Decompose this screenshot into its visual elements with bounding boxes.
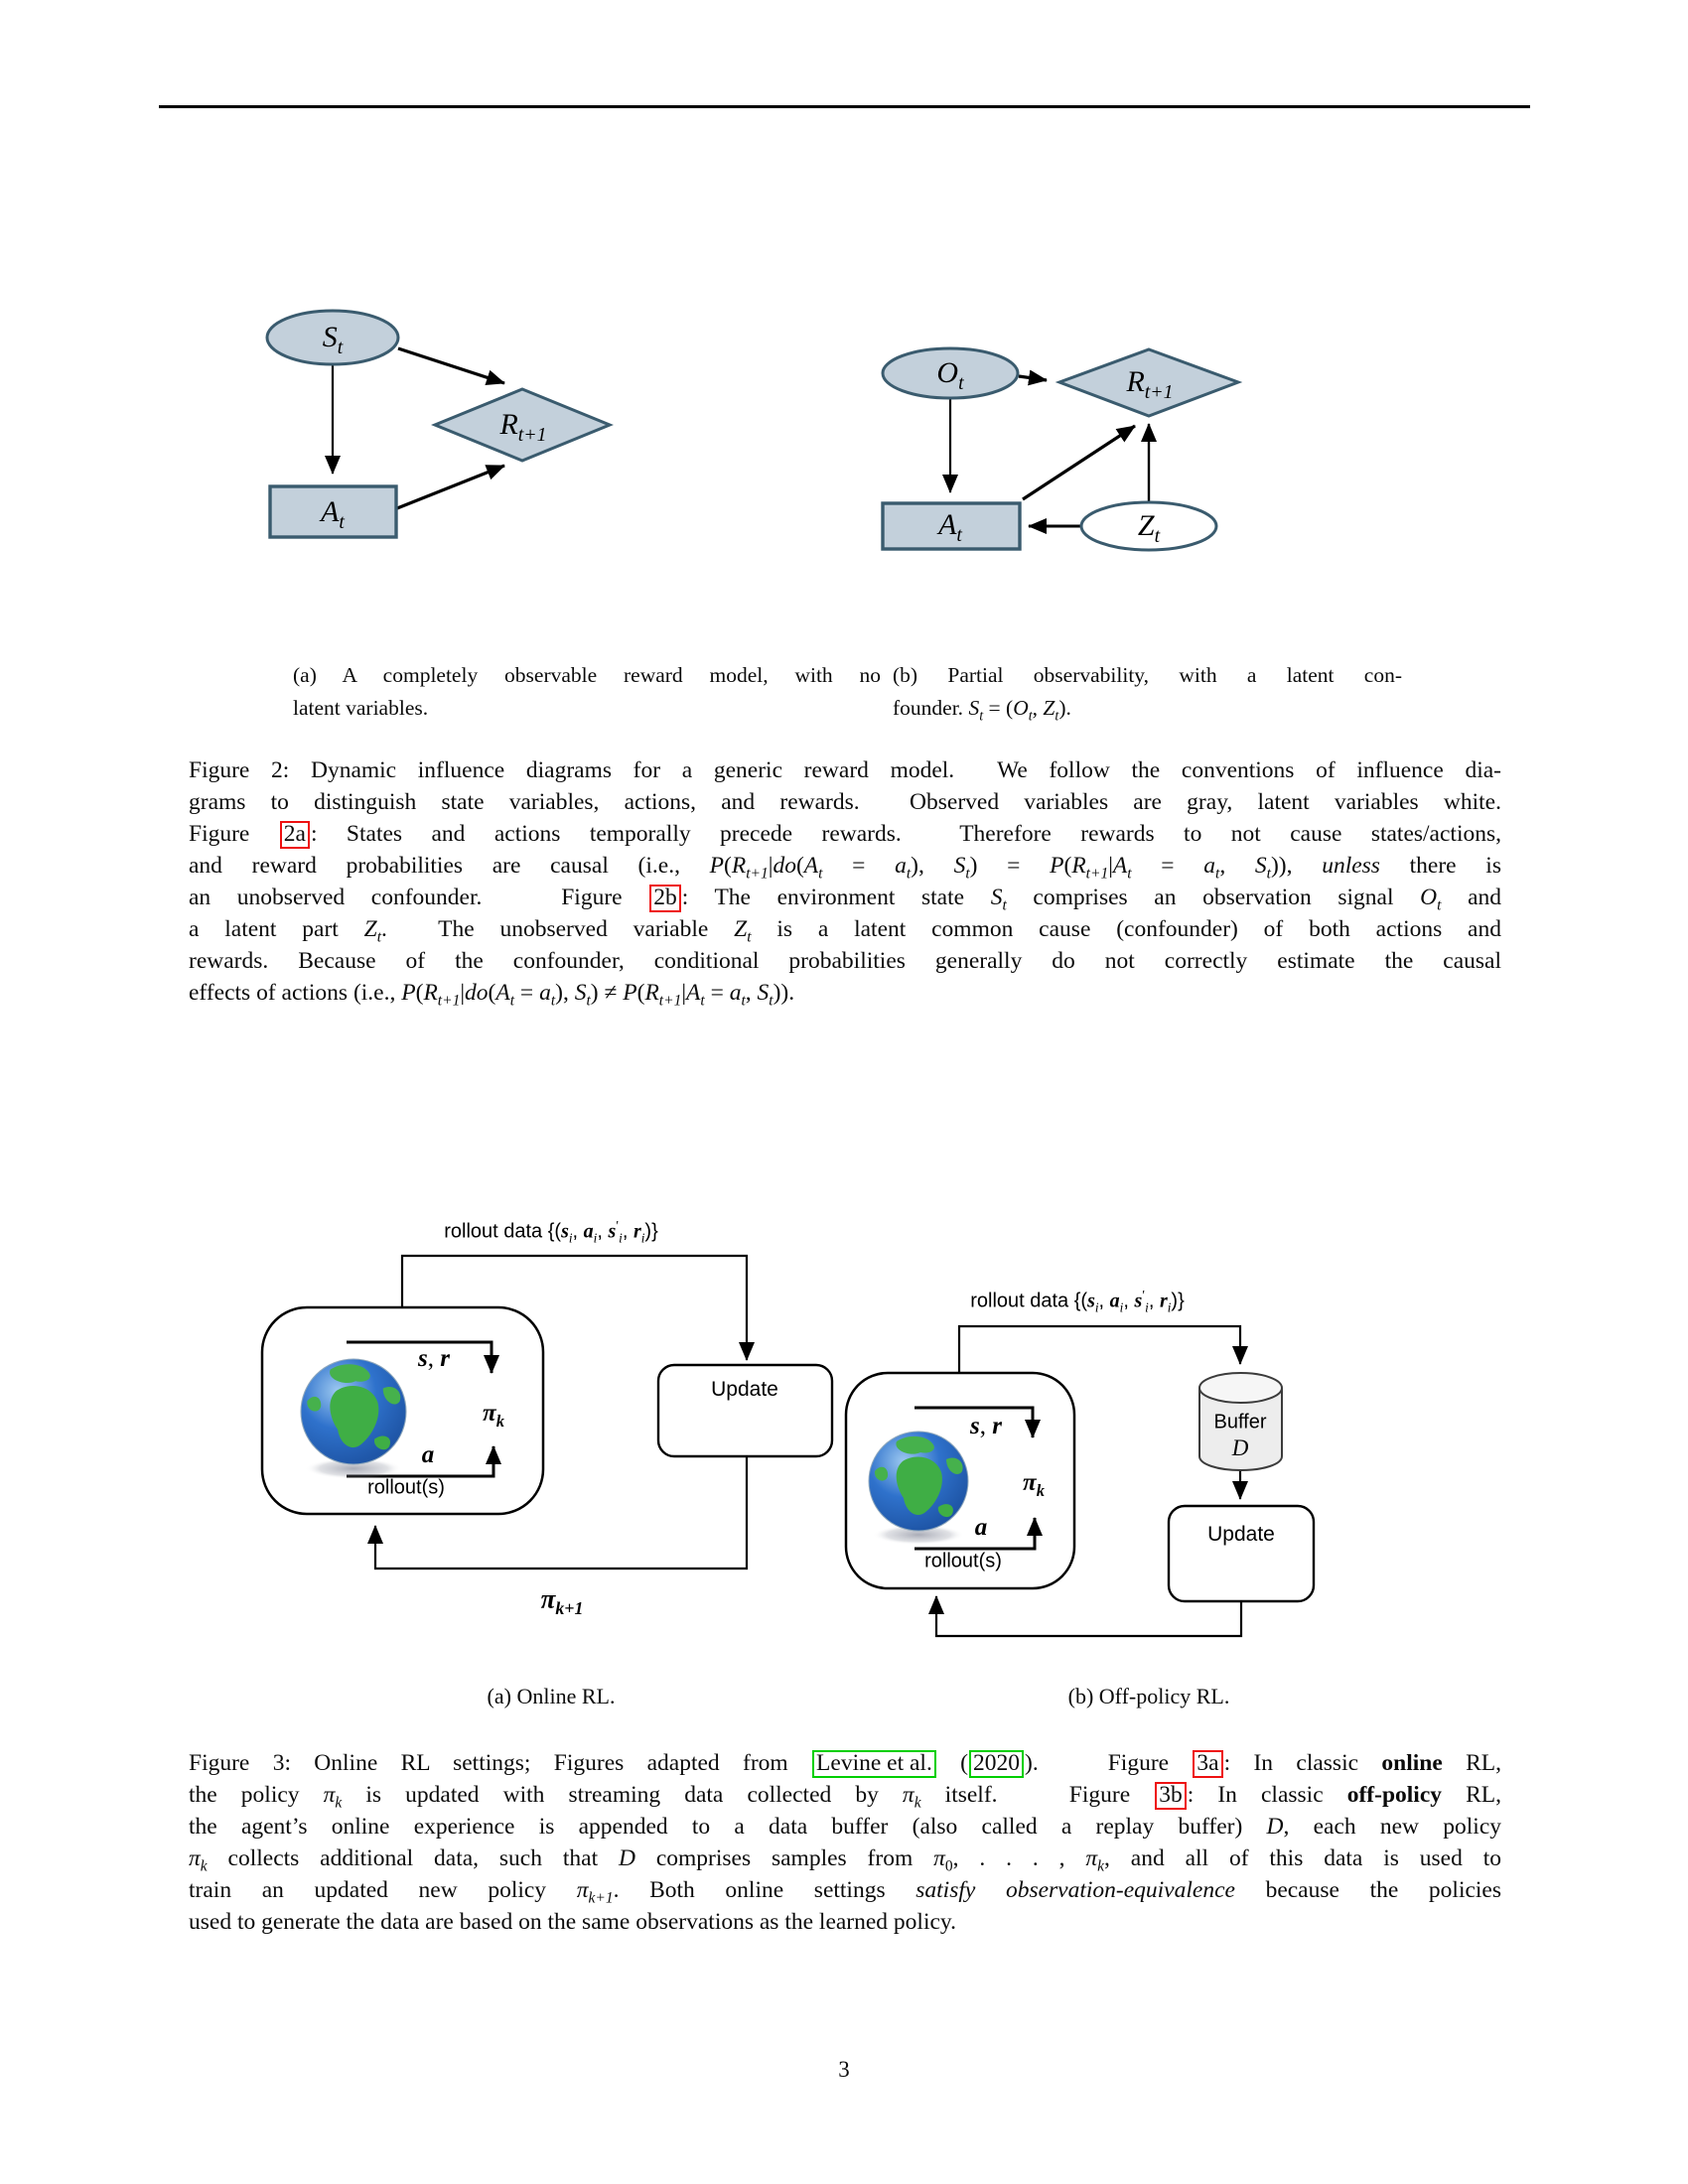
action-node-b [881,501,1022,551]
state-node-label: St [322,321,344,358]
caption-line: Figure 2: Dynamic influence diagrams for… [189,757,1501,783]
caption-line: an unobserved confounder. Figure 2b: The… [189,885,1501,914]
figure2a-subcaption: (a) A completely observable reward model… [293,659,881,725]
reward-node-label-b: Rt+1 [1126,365,1174,403]
env-sr-arrow-a [347,1340,499,1374]
caption-line: (b) Partial observability, with a latent… [893,663,1402,687]
figure-reference-link[interactable]: 3a [1193,1750,1223,1778]
state-reward-label-a: s, r [418,1345,450,1372]
env-action-arrow-b [914,1517,1043,1551]
caption-line: a latent part Zt. The unobserved variabl… [189,916,1501,946]
header-rule [159,105,1530,108]
arrow-state-to-reward [397,346,505,386]
figure3-caption: Figure 3: Online RL settings; Figures ad… [189,1747,1501,1938]
caption-line: (a) A completely observable reward model… [293,663,881,687]
action-label-a: a [421,1441,435,1468]
caption-line: Figure 2a: States and actions temporally… [189,821,1501,849]
rollouts-label-a: rollout(s) [367,1476,445,1499]
latent-node-label: Zt [1137,509,1161,547]
observation-node [881,346,1020,400]
action-node-label-b: At [938,508,962,546]
reward-node-b [1055,347,1243,418]
rollout-data-line-a [400,1254,755,1361]
arrow-observation-to-reward [1018,369,1048,386]
action-label-b: a [974,1514,988,1541]
caption-line: rewards. Because of the confounder, cond… [189,948,1501,974]
caption-line: Figure 3: Online RL settings; Figures ad… [189,1750,1502,1778]
arrow-action-to-reward-b [1022,424,1136,501]
policy-label-a: πk [483,1400,504,1431]
action-node [268,484,398,539]
reward-node [431,387,614,463]
caption-line: πk collects additional data, such that D… [189,1845,1501,1875]
observation-node-label: Ot [936,356,964,394]
update-label-a: Update [711,1378,778,1401]
arrow-action-to-reward [396,464,505,510]
buffer-cylinder-top [1198,1372,1283,1404]
caption-line: used to generate the data are based on t… [189,1909,957,1935]
rollout-data-label-b: rollout data {(si, ai, s′i, ri)} [970,1287,1185,1315]
rollout-data-line-b [957,1324,1248,1373]
caption-line: train an updated new policy πk+1. Both o… [189,1877,1502,1907]
caption-line: and reward probabilities are causal (i.e… [189,853,1501,883]
citation-link[interactable]: Levine et al. [812,1750,936,1778]
figure-reference-link[interactable]: 2b [649,885,681,912]
figure3-diagrams [260,1254,1316,1638]
figure3a-subcaption: (a) Online RL. [487,1684,616,1708]
figure-reference-link[interactable]: 3b [1155,1782,1187,1810]
rollouts-label-b: rollout(s) [924,1550,1002,1572]
caption-line: latent variables. [293,696,429,720]
env-sr-arrow-b [914,1406,1041,1438]
state-reward-label-b: s, r [970,1413,1002,1439]
figure2b-subcaption: (b) Partial observability, with a latent… [893,659,1402,725]
caption-line: the policy πk is updated with streaming … [189,1782,1502,1812]
figure-reference-link[interactable]: 2a [279,821,310,849]
reward-node-label: Rt+1 [499,408,547,446]
caption-line: founder. St = (Ot, Zt). [893,696,1071,725]
state-node [265,309,400,366]
caption-line: effects of actions (i.e., P(Rt+1|do(At =… [189,980,795,1010]
policy-label-b: πk [1023,1469,1045,1500]
next-policy-line-a [367,1456,749,1570]
page-number: 3 [838,2057,850,2082]
update-label-b: Update [1207,1523,1275,1546]
caption-line: grams to distinguish state variables, ac… [189,789,1501,815]
citation-link[interactable]: 2020 [969,1750,1025,1778]
update-box-b [1167,1504,1316,1603]
update-box-a [656,1363,834,1458]
buffer-symbol-label: D [1231,1435,1249,1460]
figure2-diagrams [265,309,1243,552]
figure2-caption: Figure 2: Dynamic influence diagrams for… [189,754,1501,1009]
figure3b-subcaption: (b) Off-policy RL. [1067,1684,1230,1708]
caption-line: the agent’s online experience is appende… [189,1814,1501,1840]
env-action-arrow-a [347,1445,501,1478]
next-policy-label-a: πk+1 [540,1583,584,1618]
buffer-cylinder [1198,1388,1283,1472]
latent-node [1079,500,1218,552]
next-policy-line-b [928,1595,1243,1638]
buffer-label: Buffer [1213,1411,1267,1433]
action-node-label: At [321,495,345,533]
rollout-data-label-a: rollout data {(si, ai, s′i, ri)} [444,1217,658,1246]
